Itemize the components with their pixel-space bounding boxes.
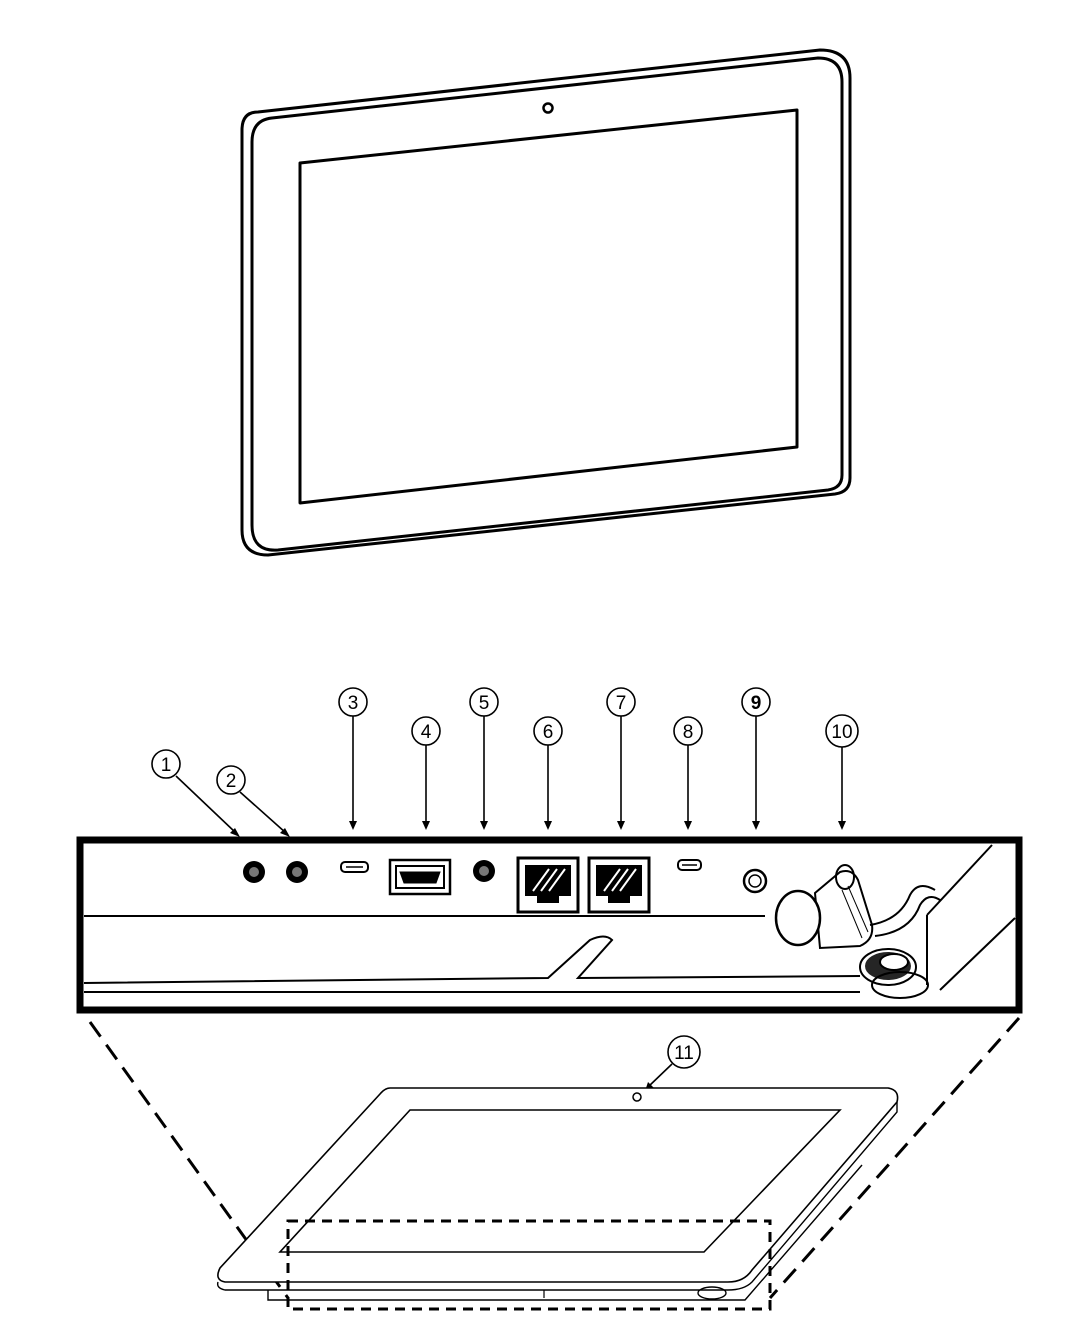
- audio-jack-1: [243, 861, 265, 883]
- callout-8: 8: [674, 717, 702, 826]
- audio-jack-3: [473, 860, 495, 882]
- ethernet-port-1: [518, 858, 578, 912]
- callout-6: 6: [534, 717, 562, 826]
- reset-button: [744, 870, 766, 892]
- tablet-side-edge: [242, 50, 850, 555]
- svg-text:7: 7: [616, 693, 627, 714]
- callout-arrowheads: [230, 821, 846, 1091]
- audio-jack-2: [286, 861, 308, 883]
- tablet-front-view: [242, 50, 850, 555]
- micro-usb-port-1: [341, 862, 368, 872]
- ethernet-port-2: [589, 858, 649, 912]
- connector-panel-detail: [80, 840, 1019, 1010]
- callout-10: 10: [826, 715, 858, 826]
- tablet-body: [218, 1088, 898, 1282]
- callout-9: 9: [742, 688, 770, 826]
- base-connector: [698, 1287, 726, 1299]
- power-connector: [776, 865, 940, 998]
- callout-11: 11: [648, 1036, 700, 1087]
- svg-text:1: 1: [161, 755, 172, 776]
- svg-text:11: 11: [674, 1043, 694, 1064]
- callout-5: 5: [470, 688, 498, 826]
- callout-labels: 1 2 3 4 5 6 7: [152, 688, 858, 1087]
- micro-usb-port-2: [678, 860, 701, 870]
- svg-text:6: 6: [543, 722, 554, 743]
- svg-text:2: 2: [226, 771, 237, 792]
- svg-text:3: 3: [348, 693, 359, 714]
- svg-text:4: 4: [421, 722, 432, 743]
- callout-7: 7: [607, 688, 635, 826]
- tablet-perspective-view: [218, 1088, 898, 1309]
- tablet-screen: [300, 110, 797, 503]
- hdmi-port: [390, 860, 450, 894]
- callout-4: 4: [412, 717, 440, 826]
- svg-text:8: 8: [683, 722, 694, 743]
- front-camera: [544, 104, 553, 113]
- callout-3: 3: [339, 688, 367, 826]
- svg-text:10: 10: [831, 722, 852, 743]
- svg-text:5: 5: [479, 693, 490, 714]
- callout-2: 2: [217, 766, 286, 833]
- svg-text:9: 9: [751, 693, 762, 714]
